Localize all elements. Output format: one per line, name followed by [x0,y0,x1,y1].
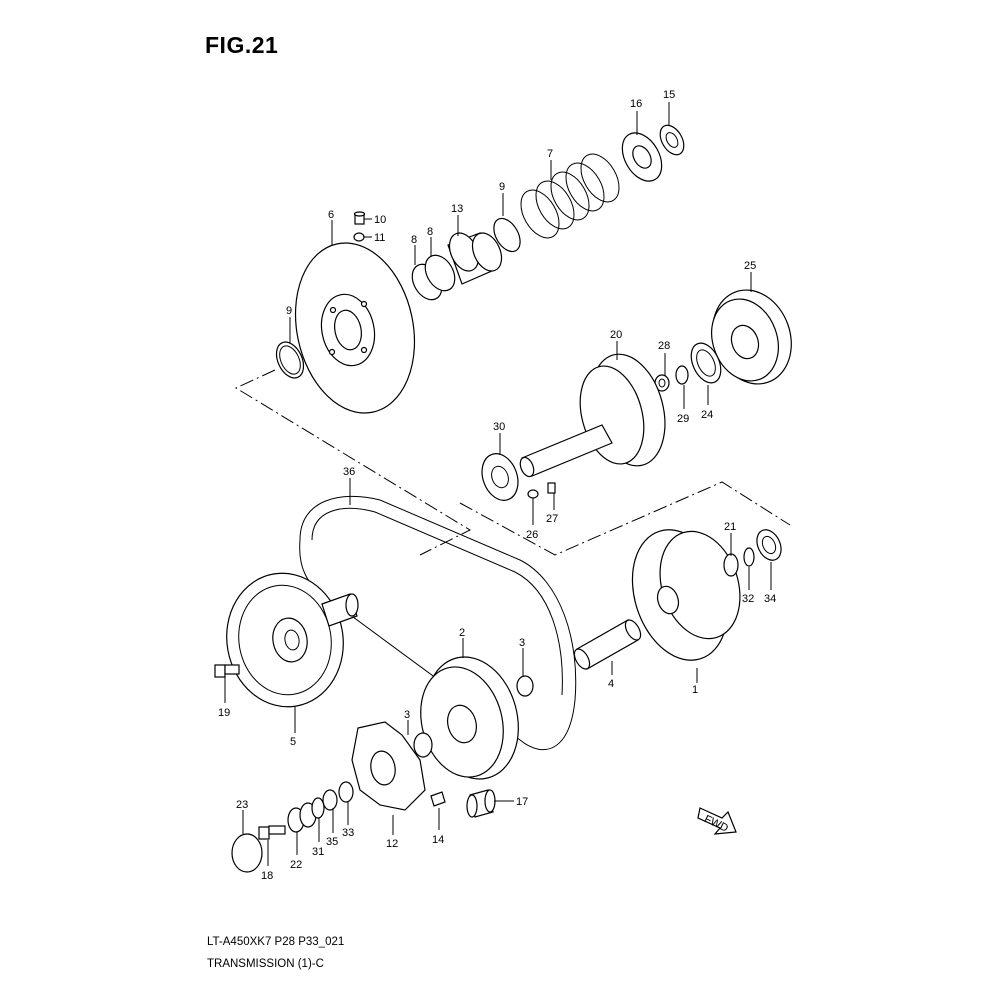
callout-9-left: 9 [286,305,292,317]
callout-23: 23 [236,799,248,811]
part-31-washer [311,797,325,819]
figure-title: FIG.21 [205,32,279,58]
callout-7: 7 [547,148,553,160]
callout-22: 22 [290,859,302,871]
part-18-bolt [258,825,286,840]
part-34-seal [756,529,782,561]
callout-4: 4 [608,678,614,690]
figure-caption: LT-A450XK7 P28 P33_021 TRANSMISSION (1)-… [207,931,344,975]
model-code: LT-A450XK7 P28 P33_021 [207,936,345,948]
part-3-roller-upper [516,675,534,697]
callout-1: 1 [692,684,698,696]
callout-3-lower: 3 [404,709,410,721]
callout-8-right: 8 [427,226,433,238]
callout-27: 27 [546,513,558,525]
callout-24: 24 [701,409,713,421]
callout-26: 26 [526,529,538,541]
callout-35: 35 [326,836,338,848]
callout-13: 13 [451,203,463,215]
part-30-bearing [481,453,519,501]
callout-32: 32 [742,593,754,605]
part-33-seal [338,781,354,803]
part-9-ring-upper [493,217,521,253]
callout-5: 5 [290,736,296,748]
part-17-bushing [466,789,496,818]
callout-14: 14 [432,834,444,846]
part-27-bolt [547,482,556,494]
callout-16: 16 [630,98,642,110]
callout-34: 34 [764,593,776,605]
callout-10: 10 [374,214,386,226]
callout-9-upper: 9 [499,181,505,193]
part-5-driven-face [226,572,344,708]
part-9-ring [275,341,305,379]
callout-28: 28 [658,340,670,352]
part-21-spacer [723,553,739,577]
part-25-clutch-shoe [711,289,792,385]
part-8-ring-b [424,254,456,292]
assembly-outline-shaft [459,481,791,556]
fwd-arrow-icon: FWD [697,807,737,835]
callout-19: 19 [218,707,230,719]
part-13-collar [447,232,503,285]
callout-31: 31 [312,846,324,858]
callout-12: 12 [386,838,398,850]
part-29-washer [675,365,689,385]
leader-lines [224,102,772,866]
part-15-nut [659,124,685,156]
part-23-cap [231,833,263,873]
part-7-spring [520,153,620,239]
callout-18: 18 [261,870,273,882]
driven-shaft [321,593,359,627]
part-11-cap [353,232,365,242]
callout-11: 11 [374,232,385,244]
callout-3-upper: 3 [519,637,525,649]
callout-2: 2 [459,627,465,639]
part-35-washer [322,789,338,811]
part-2-movable-face [420,656,519,780]
callout-30: 30 [493,421,505,433]
callout-33: 33 [342,827,354,839]
part-12-cam-plate [351,721,426,811]
part-14-slider [430,791,446,807]
callout-21: 21 [724,521,736,533]
callout-labels: 1 2 3 3 4 5 6 7 8 8 9 9 10 11 12 13 14 1… [218,89,776,882]
callout-29: 29 [677,413,689,425]
part-19-bolt [214,664,240,678]
callout-15: 15 [663,89,675,101]
part-16-seat [621,132,663,182]
part-1-fixed-face [631,529,741,661]
section-title: TRANSMISSION (1)-C [207,958,324,970]
part-24-bearing [690,342,722,384]
callout-20: 20 [610,329,622,341]
part-3-roller-lower [413,732,433,758]
part-6-drive-face [294,242,416,414]
shaft [519,424,613,478]
callout-8-left: 8 [411,234,417,246]
part-4-spacer [573,619,642,670]
callout-17: 17 [516,796,528,808]
part-26-washer [527,489,539,499]
callout-25: 25 [744,260,756,272]
part-32-washer [743,547,755,567]
callout-36: 36 [343,466,355,478]
callout-6: 6 [328,209,334,221]
part-20-clutch-housing [579,353,666,467]
